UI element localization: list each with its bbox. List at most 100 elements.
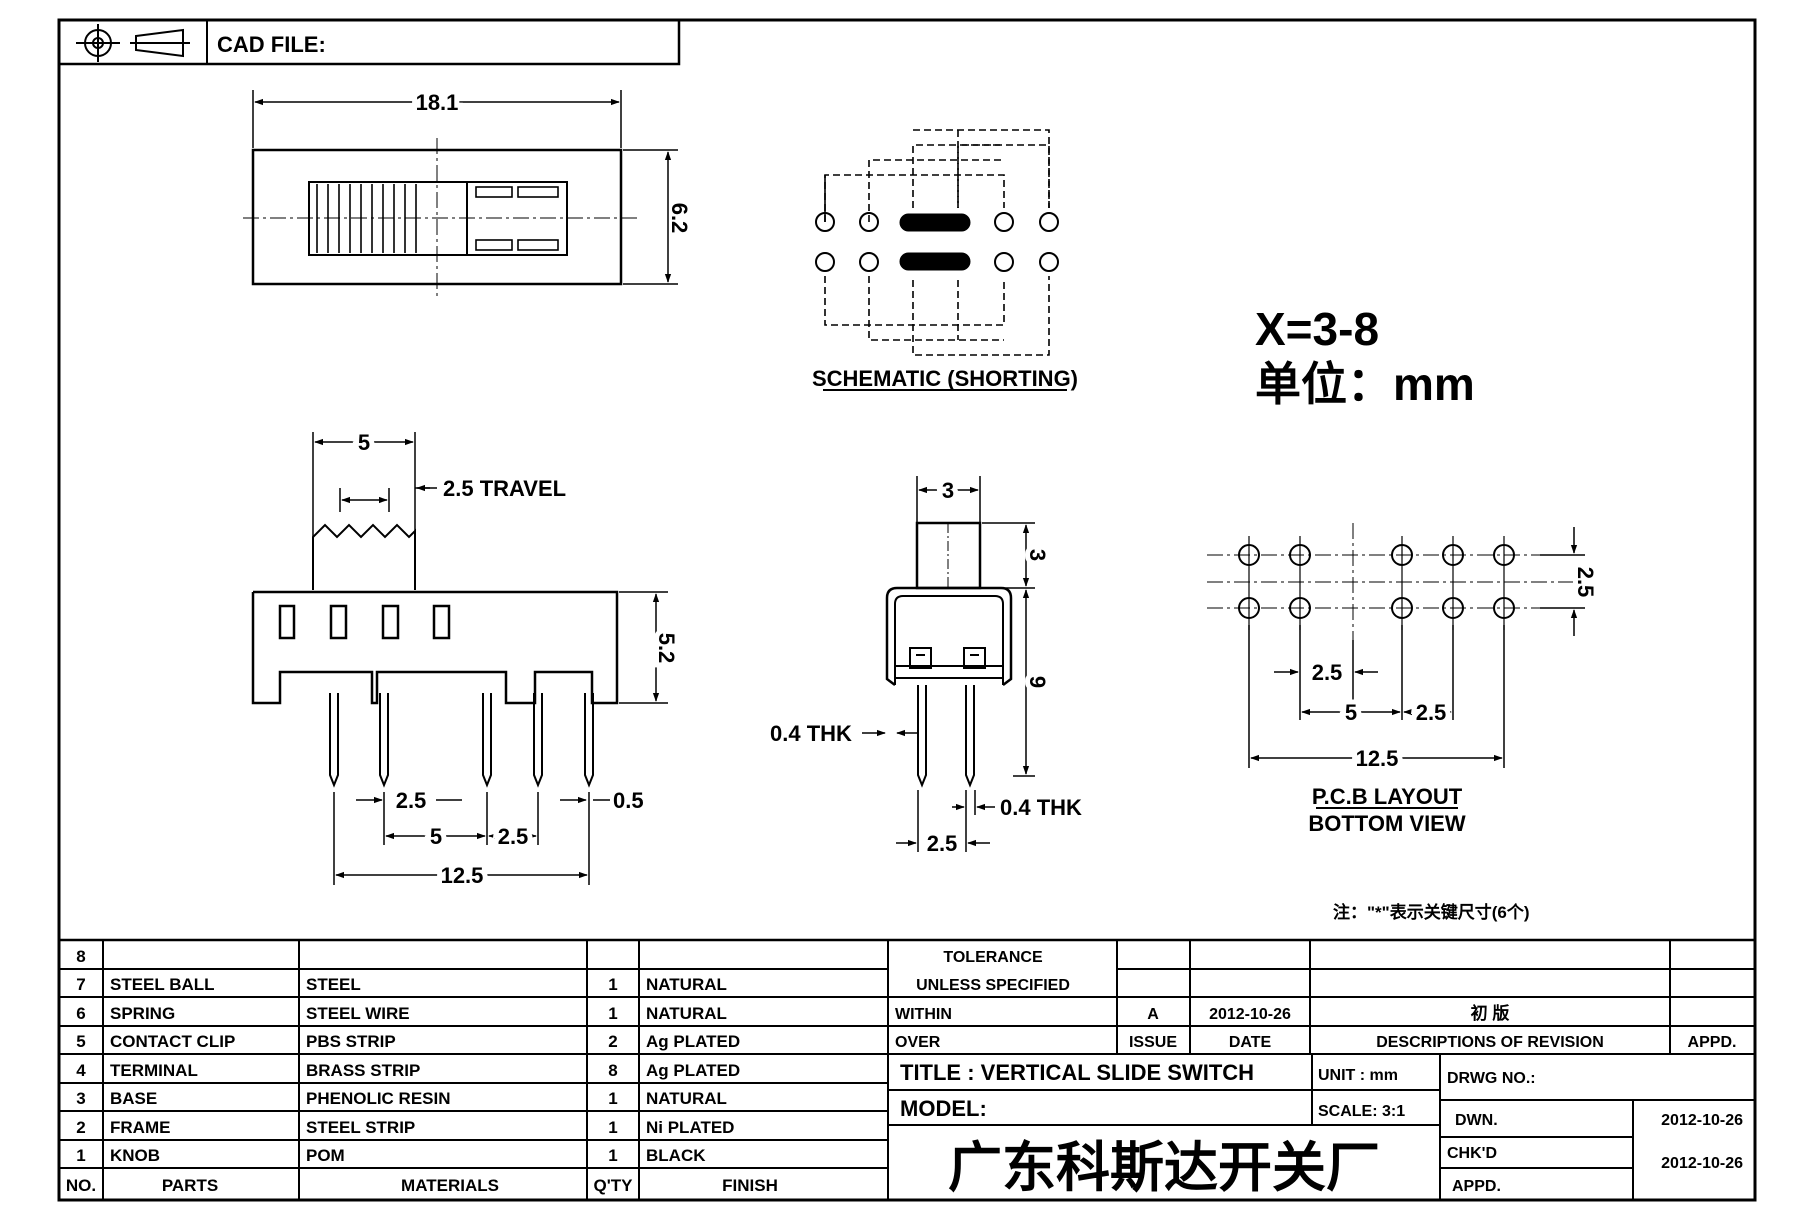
issue-header: ISSUE xyxy=(1129,1034,1177,1051)
x-range-note: X=3-8 xyxy=(1255,303,1379,355)
svg-text:5: 5 xyxy=(76,1032,85,1051)
top-view xyxy=(243,90,678,296)
pcb-pitch-c-dim: 2.5 xyxy=(1416,700,1447,725)
svg-text:KNOB: KNOB xyxy=(110,1146,160,1165)
unit-note: 单位：mm xyxy=(1255,358,1475,410)
side-actuator-width-dim: 5 xyxy=(358,430,370,455)
appd-header: APPD. xyxy=(1688,1034,1737,1051)
side-travel-label: 2.5 TRAVEL xyxy=(443,476,566,501)
svg-text:4: 4 xyxy=(76,1061,86,1080)
svg-text:1: 1 xyxy=(608,1146,617,1165)
unit-field: UNIT : mm xyxy=(1318,1067,1398,1084)
model-label: MODEL: xyxy=(900,1096,987,1121)
end-actuator-width-dim: 3 xyxy=(942,478,954,503)
schematic-caption: SCHEMATIC (SHORTING) xyxy=(812,366,1078,391)
svg-text:POM: POM xyxy=(306,1146,345,1165)
svg-text:6: 6 xyxy=(76,1004,85,1023)
revision-date: 2012-10-26 xyxy=(1209,1006,1291,1023)
bom-table: 8 7 STEEL BALL STEEL 1 NATURAL 6 SPRING … xyxy=(66,947,778,1195)
side-body-height-dim: 5.2 xyxy=(654,633,679,664)
svg-text:MATERIALS: MATERIALS xyxy=(401,1176,499,1195)
svg-text:8: 8 xyxy=(608,1061,617,1080)
pcb-layout xyxy=(1207,523,1585,809)
checked-date: 2012-10-26 xyxy=(1661,1155,1743,1172)
tolerance-label: TOLERANCE xyxy=(943,949,1043,966)
svg-text:2: 2 xyxy=(608,1032,617,1051)
end-pin-thk-dim: 0.4 THK xyxy=(1000,795,1082,820)
svg-text:PHENOLIC RESIN: PHENOLIC RESIN xyxy=(306,1089,451,1108)
unless-specified-label: UNLESS SPECIFIED xyxy=(916,977,1070,994)
top-height-dim: 6.2 xyxy=(667,203,692,234)
svg-text:1: 1 xyxy=(608,1004,617,1023)
title-block: TOLERANCE UNLESS SPECIFIED WITHIN OVER A… xyxy=(895,949,1743,1198)
svg-text:BLACK: BLACK xyxy=(646,1146,706,1165)
table-row: 4 TERMINAL BRASS STRIP 8 Ag PLATED xyxy=(76,1061,740,1080)
drawn-label: DWN. xyxy=(1455,1112,1498,1129)
pcb-pitch-a-dim: 2.5 xyxy=(1312,660,1343,685)
within-label: WITHIN xyxy=(895,1006,952,1023)
svg-text:Ag PLATED: Ag PLATED xyxy=(646,1061,740,1080)
svg-text:FINISH: FINISH xyxy=(722,1176,778,1195)
svg-text:3: 3 xyxy=(76,1089,85,1108)
svg-text:2: 2 xyxy=(76,1118,85,1137)
header-block: CAD FILE: xyxy=(57,18,681,66)
projection-symbol-icon xyxy=(76,24,190,62)
side-pitch-c-dim: 2.5 xyxy=(498,824,529,849)
svg-text:Ag PLATED: Ag PLATED xyxy=(646,1032,740,1051)
over-label: OVER xyxy=(895,1034,941,1051)
sheet-border xyxy=(57,18,1757,1202)
checked-label: CHK'D xyxy=(1447,1145,1497,1162)
svg-text:TERMINAL: TERMINAL xyxy=(110,1061,198,1080)
pcb-caption-view: BOTTOM VIEW xyxy=(1308,811,1465,836)
svg-text:1: 1 xyxy=(608,1089,617,1108)
end-frame-thk-dim: 0.4 THK xyxy=(770,721,852,746)
svg-text:1: 1 xyxy=(608,1118,617,1137)
table-row: 5 CONTACT CLIP PBS STRIP 2 Ag PLATED xyxy=(76,1032,740,1051)
scale-field: SCALE: 3:1 xyxy=(1318,1103,1405,1120)
end-body-height-dim: 9 xyxy=(1025,676,1050,688)
table-row: 6 SPRING STEEL WIRE 1 NATURAL xyxy=(76,1004,727,1023)
svg-text:NATURAL: NATURAL xyxy=(646,975,727,994)
descriptions-header: DESCRIPTIONS OF REVISION xyxy=(1376,1034,1604,1051)
drawing-number-label: DRWG NO.: xyxy=(1447,1070,1536,1087)
table-row: 3 BASE PHENOLIC RESIN 1 NATURAL xyxy=(76,1089,727,1108)
pcb-pitch-b-dim: 5 xyxy=(1345,700,1357,725)
svg-text:PARTS: PARTS xyxy=(162,1176,218,1195)
svg-text:Ni PLATED: Ni PLATED xyxy=(646,1118,734,1137)
svg-text:BRASS STRIP: BRASS STRIP xyxy=(306,1061,420,1080)
revision-description: 初 版 xyxy=(1471,1003,1510,1023)
side-overall-dim: 12.5 xyxy=(441,863,484,888)
top-width-dim: 18.1 xyxy=(416,90,459,115)
end-view xyxy=(862,476,1035,852)
svg-text:8: 8 xyxy=(76,947,85,966)
side-pin-thk-dim: 0.5 xyxy=(613,788,644,813)
side-pitch-a-dim: 2.5 xyxy=(396,788,427,813)
side-view xyxy=(251,432,668,885)
drawing-title: TITLE : VERTICAL SLIDE SWITCH xyxy=(900,1060,1254,1085)
schematic-diagram xyxy=(815,129,1067,391)
pcb-row-spacing-dim: 2.5 xyxy=(1573,567,1598,598)
bom-header-row: NO. PARTS MATERIALS Q'TY FINISH xyxy=(66,1176,778,1195)
table-row: 2 FRAME STEEL STRIP 1 Ni PLATED xyxy=(76,1118,734,1137)
svg-text:Q'TY: Q'TY xyxy=(594,1176,634,1195)
svg-text:SPRING: SPRING xyxy=(110,1004,175,1023)
svg-text:NATURAL: NATURAL xyxy=(646,1004,727,1023)
pcb-caption: P.C.B LAYOUT xyxy=(1312,784,1463,809)
cad-file-label: CAD FILE: xyxy=(217,32,326,57)
table-row: 8 xyxy=(76,947,85,966)
end-actuator-height-dim: 3 xyxy=(1025,549,1050,561)
company-name: 广东科斯达开关厂 xyxy=(948,1138,1380,1198)
svg-text:1: 1 xyxy=(608,975,617,994)
svg-text:PBS STRIP: PBS STRIP xyxy=(306,1032,396,1051)
key-dimension-note: 注："*"表示关键尺寸(6个) xyxy=(1333,902,1530,922)
svg-text:FRAME: FRAME xyxy=(110,1118,170,1137)
issue-value: A xyxy=(1147,1006,1159,1023)
svg-text:1: 1 xyxy=(76,1146,85,1165)
approved-label: APPD. xyxy=(1452,1178,1501,1195)
end-pin-pitch-dim: 2.5 xyxy=(927,831,958,856)
side-pitch-b-dim: 5 xyxy=(430,824,442,849)
title-block-grid xyxy=(59,938,1755,1200)
svg-text:NO.: NO. xyxy=(66,1176,96,1195)
svg-text:STEEL STRIP: STEEL STRIP xyxy=(306,1118,415,1137)
